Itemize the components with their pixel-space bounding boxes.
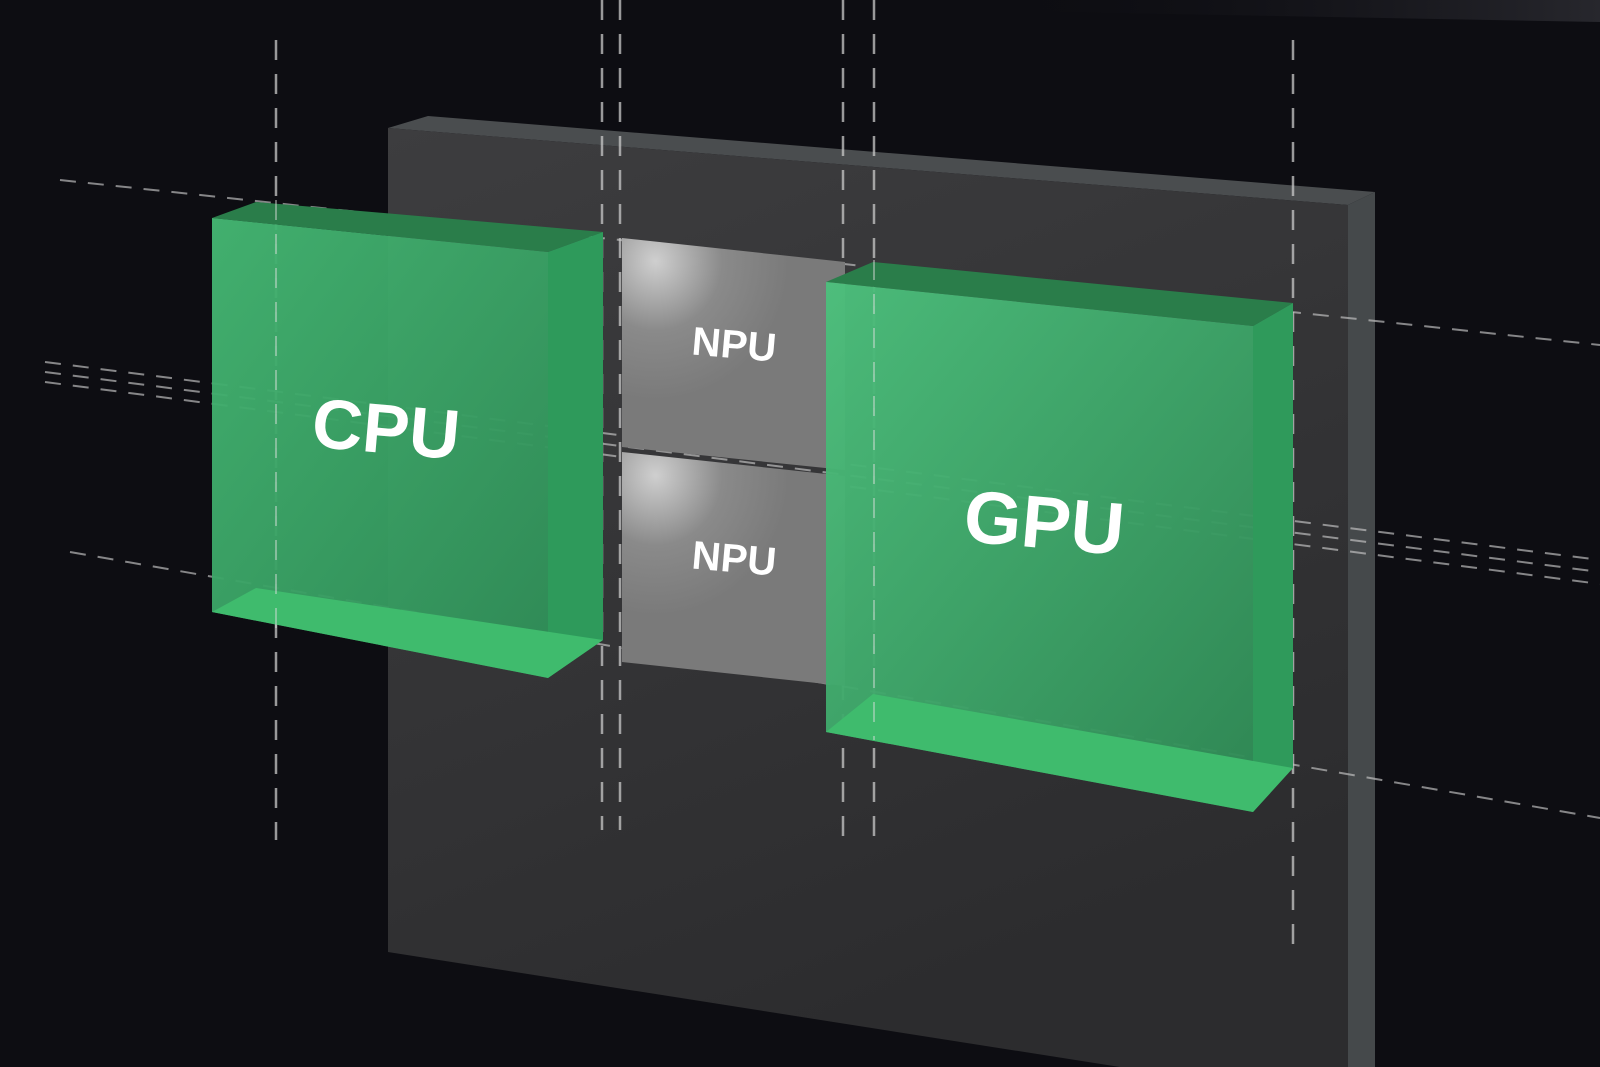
vertical-guides-front [275, 200, 875, 740]
gpu-right-face [1253, 303, 1293, 812]
gpu-label: GPU [961, 474, 1128, 571]
npu-top-block: NPU [622, 238, 845, 470]
cpu-label: CPU [309, 384, 463, 475]
cpu-front-face [212, 218, 548, 678]
gpu-front-face [826, 282, 1253, 812]
cpu-right-face [548, 232, 603, 678]
cpu-top-face [212, 202, 603, 252]
cpu-bottom-face [212, 588, 603, 678]
gpu-bottom-face [826, 694, 1293, 812]
npu-bottom-block: NPU [622, 452, 845, 686]
gpu-top-face [826, 262, 1293, 326]
gpu-block: GPU [826, 262, 1293, 812]
board-right-edge [1348, 192, 1375, 1067]
npu-bottom-label: NPU [690, 533, 778, 584]
cpu-block: CPU [212, 202, 603, 678]
background-highlight [980, 0, 1600, 22]
npu-top-label: NPU [690, 319, 778, 370]
board-top-edge [388, 116, 1375, 205]
